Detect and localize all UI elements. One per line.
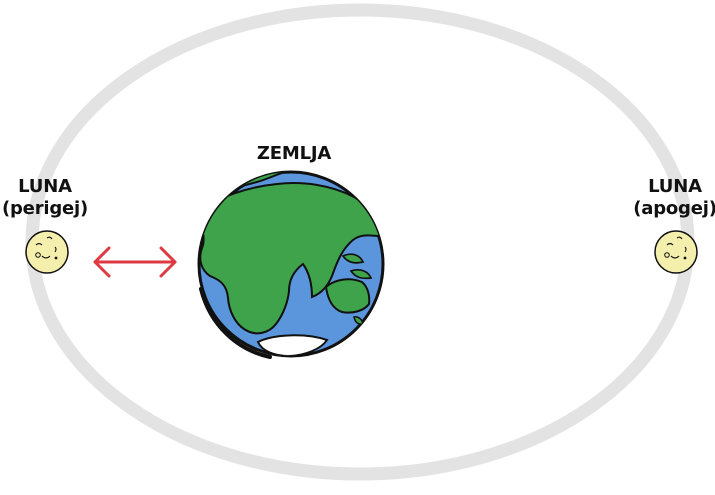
moon-apogee-note: (apogej) (630, 198, 715, 220)
moon-perigee-icon (26, 231, 68, 273)
moon-perigee-label: LUNA (perigej) (0, 176, 90, 220)
moon-apogee-icon (655, 231, 697, 273)
moon-perigee-name: LUNA (0, 176, 90, 198)
moon-perigee-note: (perigej) (0, 198, 90, 220)
earth-label: ZEMLJA (244, 143, 344, 165)
moon-apogee-name: LUNA (630, 176, 715, 198)
double-arrow-icon (95, 248, 175, 276)
moon-apogee-label: LUNA (apogej) (630, 176, 715, 220)
earth-globe-icon (198, 161, 383, 357)
